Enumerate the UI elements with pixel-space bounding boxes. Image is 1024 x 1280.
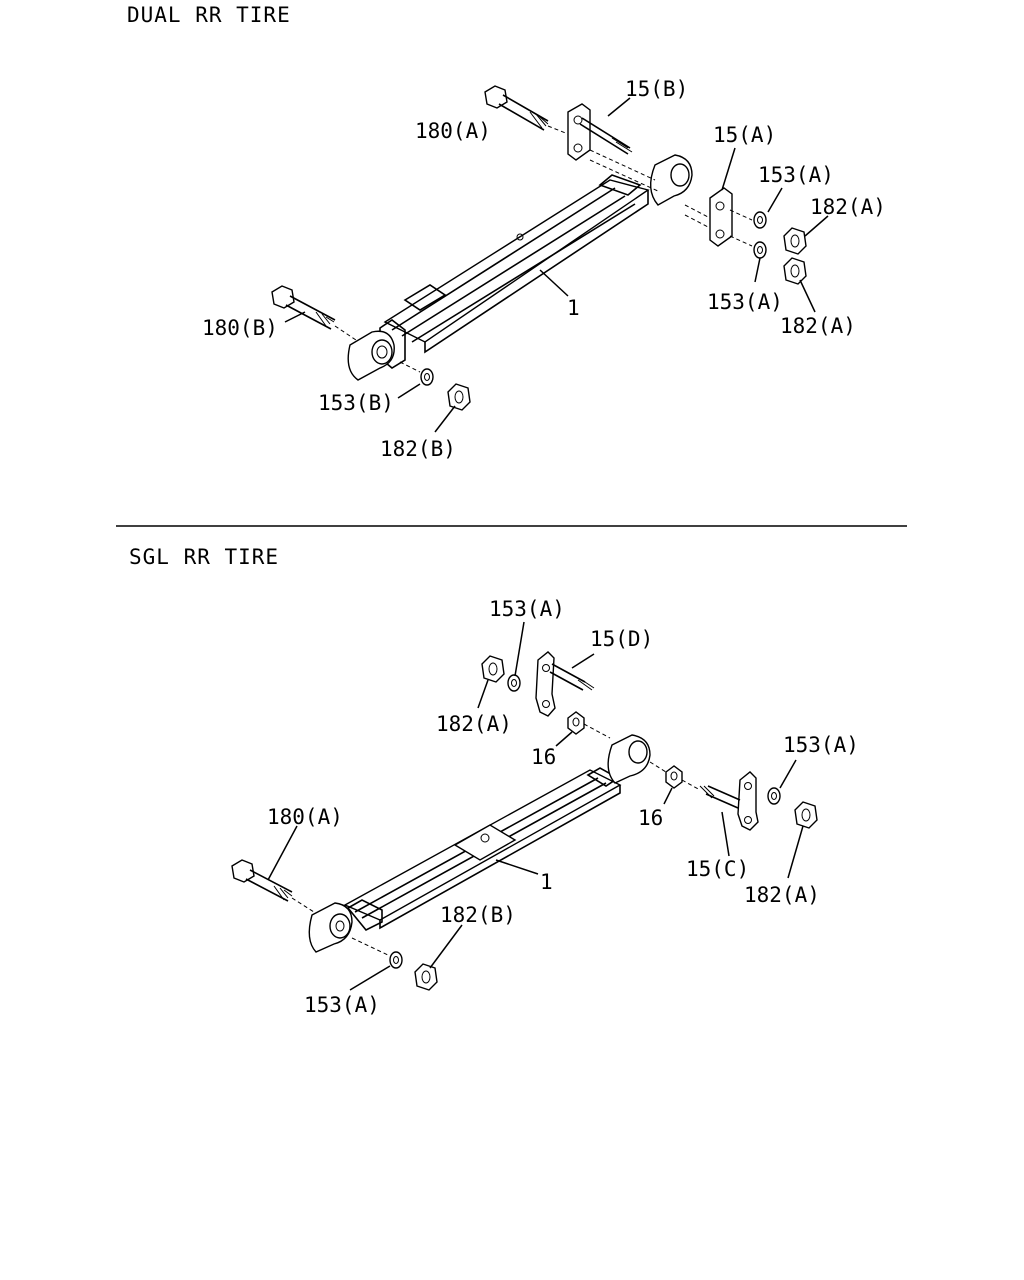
dual-washers-nuts (399, 211, 807, 411)
label-15d: 15(D) (590, 627, 653, 651)
label-182a-upper: 182(A) (810, 195, 886, 219)
label-153a-lower: 153(A) (707, 290, 783, 314)
label-153a-sgl-bottom: 153(A) (304, 993, 380, 1017)
dual-leaf-spring-assembly (347, 154, 693, 381)
sgl-bolt-180a (231, 859, 315, 913)
label-153a-sgl-right: 153(A) (783, 733, 859, 757)
sgl-shackle-15d (535, 651, 611, 739)
label-182a-lower: 182(A) (780, 314, 856, 338)
dual-bolt-180b (271, 285, 357, 341)
label-15b: 15(B) (625, 77, 688, 101)
sgl-leaf-spring-assembly (308, 734, 651, 953)
sgl-leader-lines (267, 621, 804, 991)
section-title-dual: DUAL RR TIRE (127, 3, 291, 27)
label-180b: 180(B) (202, 316, 278, 340)
dual-leader-lines (284, 97, 829, 433)
label-153b: 153(B) (318, 391, 394, 415)
label-180a: 180(A) (415, 119, 491, 143)
dual-shackle-15a (684, 187, 753, 247)
label-16-left: 16 (531, 745, 556, 769)
label-182a-sgl-right: 182(A) (744, 883, 820, 907)
label-153a-upper: 153(A) (758, 163, 834, 187)
label-16-right: 16 (638, 806, 663, 830)
label-182b-sgl: 182(B) (440, 903, 516, 927)
label-1-sgl: 1 (540, 870, 553, 894)
label-15a: 15(A) (713, 123, 776, 147)
section-title-sgl: SGL RR TIRE (129, 545, 279, 569)
label-182b: 182(B) (380, 437, 456, 461)
label-15c: 15(C) (686, 857, 749, 881)
label-1-dual: 1 (567, 296, 580, 320)
label-180a-sgl: 180(A) (267, 805, 343, 829)
label-182a-sgl-left: 182(A) (436, 712, 512, 736)
dual-shackle-15b (567, 103, 661, 193)
dual-bolt-180a (484, 85, 569, 135)
sgl-washers-nuts (351, 655, 818, 991)
label-153a-sgl-top: 153(A) (489, 597, 565, 621)
sgl-shackle-15c (649, 761, 759, 831)
